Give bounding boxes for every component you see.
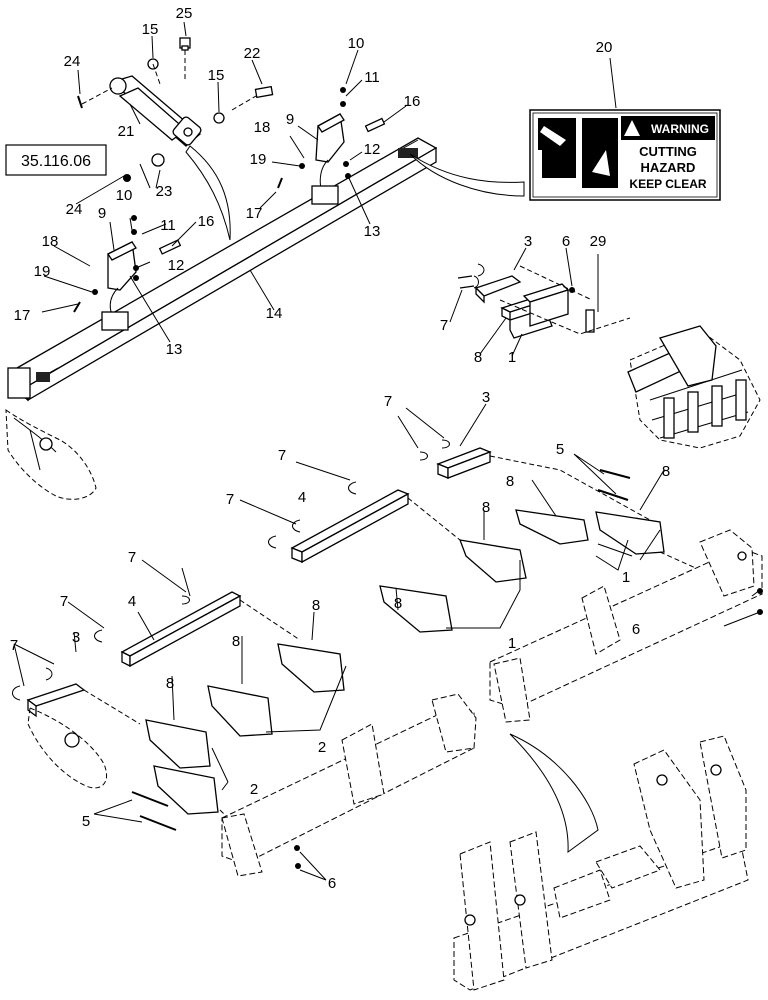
callout-1: 1 xyxy=(508,349,516,366)
callout-9: 9 xyxy=(286,111,294,128)
callout-2: 2 xyxy=(250,781,258,798)
callout-5: 5 xyxy=(556,441,564,458)
kit-middle xyxy=(268,439,701,633)
callout-4: 4 xyxy=(298,489,306,506)
hitch-detail-upper-right xyxy=(627,325,761,449)
callout-18: 18 xyxy=(254,119,271,136)
callout-8: 8 xyxy=(166,675,174,692)
callout-8: 8 xyxy=(394,595,402,612)
callout-22: 22 xyxy=(244,45,261,62)
callout-8: 8 xyxy=(506,473,514,490)
callout-19: 19 xyxy=(34,263,51,280)
axle-frame-left xyxy=(221,693,477,877)
detail-arrow-lower xyxy=(509,733,599,854)
hitch-bracket-left xyxy=(5,408,97,500)
callout-7: 7 xyxy=(226,491,234,508)
hitch-bracket-lower-left xyxy=(27,707,108,789)
callout-13: 13 xyxy=(364,223,381,240)
callout-7: 7 xyxy=(60,593,68,610)
callout-11: 11 xyxy=(364,69,380,86)
callout-6: 6 xyxy=(562,233,570,250)
callout-4: 4 xyxy=(128,593,136,610)
kit-lower-left xyxy=(12,591,347,831)
warning-decal: WARNING CUTTING HAZARD KEEP CLEAR 20 xyxy=(529,39,721,201)
decal-callout: 20 xyxy=(596,39,613,56)
kit-upper-right xyxy=(457,263,631,339)
callout-12: 12 xyxy=(364,141,381,158)
callout-1: 1 xyxy=(622,569,630,586)
callout-9: 9 xyxy=(98,205,106,222)
callout-23: 23 xyxy=(156,183,173,200)
callout-6: 6 xyxy=(328,875,336,892)
callout-7: 7 xyxy=(128,549,136,566)
callout-7: 7 xyxy=(278,447,286,464)
callout-8: 8 xyxy=(482,499,490,516)
callout-15: 15 xyxy=(208,67,225,84)
mount-bracket-upper xyxy=(277,87,386,205)
callout-24: 24 xyxy=(66,201,83,218)
callout-19: 19 xyxy=(250,151,267,168)
callout-25: 25 xyxy=(176,5,193,22)
hitch-assembly-bottom xyxy=(453,735,749,991)
callout-7: 7 xyxy=(440,317,448,334)
callout-15: 15 xyxy=(142,21,159,38)
callout-12: 12 xyxy=(168,257,185,274)
callout-29: 29 xyxy=(590,233,607,250)
callout-18: 18 xyxy=(42,233,59,250)
callout-16: 16 xyxy=(198,213,215,230)
callout-3: 3 xyxy=(482,389,490,406)
reference-label: 35.116.06 xyxy=(21,153,91,170)
callout-17: 17 xyxy=(246,205,263,222)
callout-3: 3 xyxy=(72,629,80,646)
decal-pointer-arrow xyxy=(409,153,525,197)
callout-10: 10 xyxy=(116,187,133,204)
callout-14: 14 xyxy=(266,305,283,322)
callout-16: 16 xyxy=(404,93,421,110)
callout-11: 11 xyxy=(160,217,176,234)
callout-8: 8 xyxy=(232,633,240,650)
mount-bracket-lower xyxy=(73,215,182,331)
reference-box: 35.116.06 xyxy=(5,144,107,176)
callout-8: 8 xyxy=(662,463,670,480)
decal-line-2: HAZARD xyxy=(641,160,696,175)
axle-frame-right xyxy=(489,529,763,723)
callout-17: 17 xyxy=(14,307,31,324)
decal-header: WARNING xyxy=(651,122,709,136)
callout-5: 5 xyxy=(82,813,90,830)
detail-arrow-cylinder xyxy=(185,145,231,241)
callout-24: 24 xyxy=(64,53,81,70)
callout-leaders xyxy=(13,21,761,881)
cylinder-hardware xyxy=(77,37,274,182)
decal-line-1: CUTTING xyxy=(639,144,697,159)
callout-8: 8 xyxy=(474,349,482,366)
callout-6: 6 xyxy=(632,621,640,638)
callout-7: 7 xyxy=(10,637,18,654)
callout-2: 2 xyxy=(318,739,326,756)
callout-21: 21 xyxy=(118,123,135,140)
callout-10: 10 xyxy=(348,35,365,52)
hydraulic-cylinder xyxy=(109,75,202,147)
decal-line-3: KEEP CLEAR xyxy=(629,177,706,191)
main-crossbar xyxy=(7,137,438,402)
callout-3: 3 xyxy=(524,233,532,250)
callout-13: 13 xyxy=(166,341,183,358)
callout-8: 8 xyxy=(312,597,320,614)
callout-1: 1 xyxy=(508,635,516,652)
callout-7: 7 xyxy=(384,393,392,410)
